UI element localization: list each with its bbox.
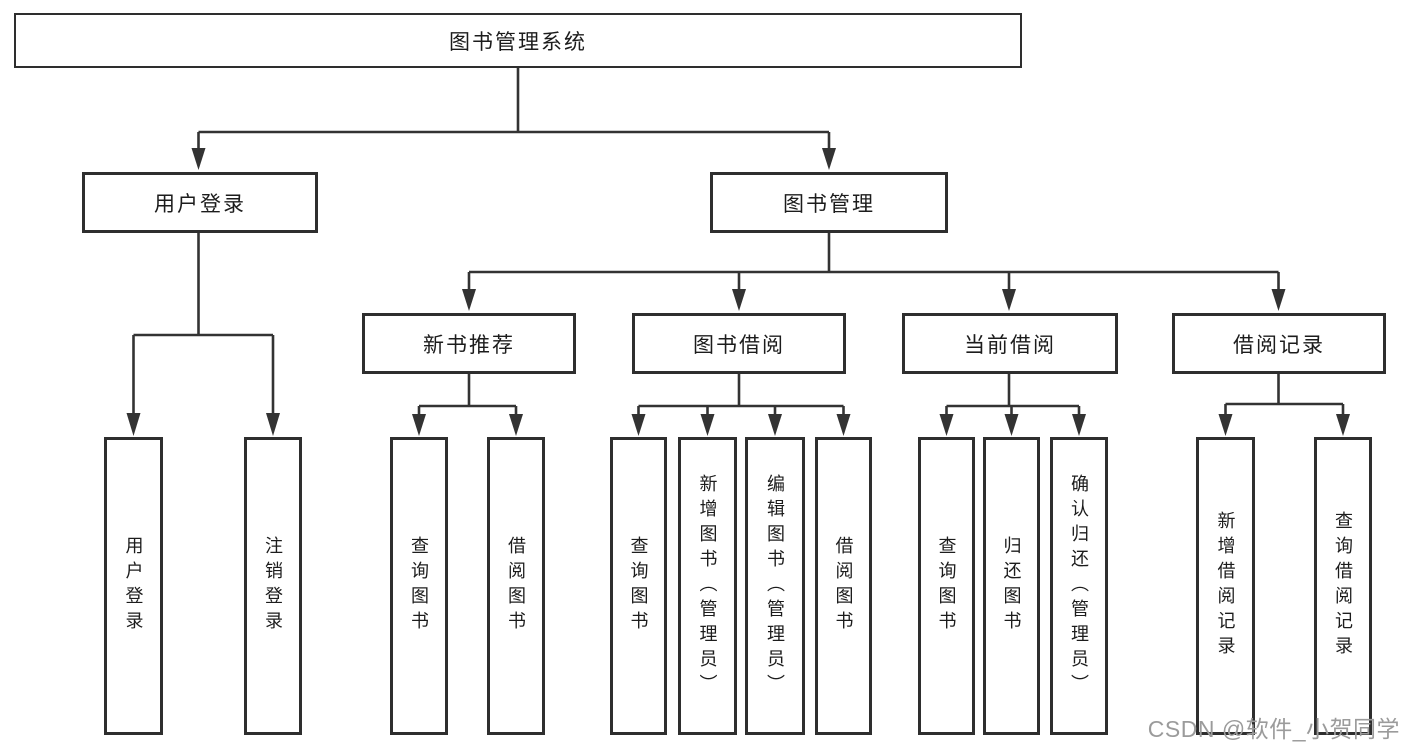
watermark: CSDN @软件_小贺同学 <box>1147 716 1400 742</box>
node-book-management-label: 图书管理 <box>783 192 875 216</box>
node-new-book-recommend-label: 新书推荐 <box>423 333 515 357</box>
leaf-current-return-book: 归还图书 <box>983 437 1040 735</box>
node-root: 图书管理系统 <box>14 13 1022 68</box>
leaf-user-logout-label: 注销登录 <box>263 536 283 636</box>
leaf-newbook-borrow-book-label: 借阅图书 <box>506 536 526 636</box>
leaf-user-login-label: 用户登录 <box>123 536 144 636</box>
node-new-book-recommend: 新书推荐 <box>362 313 576 374</box>
leaf-current-query-book: 查询图书 <box>918 437 975 735</box>
leaf-user-logout: 注销登录 <box>244 437 302 735</box>
node-current-borrow: 当前借阅 <box>902 313 1118 374</box>
node-book-borrow-label: 图书借阅 <box>693 333 785 357</box>
leaf-current-return-book-label: 归还图书 <box>1001 536 1022 636</box>
leaf-newbook-query-book: 查询图书 <box>390 437 448 735</box>
leaf-borrow-borrow-book-label: 借阅图书 <box>833 536 854 636</box>
node-book-management: 图书管理 <box>710 172 948 233</box>
node-user-login-label: 用户登录 <box>154 192 246 216</box>
leaf-current-query-book-label: 查询图书 <box>936 536 957 636</box>
leaf-borrow-edit-book-admin-label: 编辑图书（管理员） <box>765 473 785 699</box>
leaf-borrow-borrow-book: 借阅图书 <box>815 437 872 735</box>
leaf-borrow-add-book-admin: 新增图书（管理员） <box>678 437 737 735</box>
node-user-login: 用户登录 <box>82 172 318 233</box>
leaf-user-login: 用户登录 <box>104 437 163 735</box>
node-borrow-records-label: 借阅记录 <box>1233 333 1325 357</box>
node-current-borrow-label: 当前借阅 <box>964 333 1056 357</box>
node-borrow-records: 借阅记录 <box>1172 313 1386 374</box>
leaf-newbook-borrow-book: 借阅图书 <box>487 437 545 735</box>
leaf-borrow-edit-book-admin: 编辑图书（管理员） <box>745 437 805 735</box>
leaf-borrow-add-book-admin-label: 新增图书（管理员） <box>697 473 718 699</box>
node-book-borrow: 图书借阅 <box>632 313 846 374</box>
leaf-borrow-query-book-label: 查询图书 <box>628 536 649 636</box>
leaf-current-confirm-return-admin-label: 确认归还（管理员） <box>1069 473 1089 699</box>
node-root-label: 图书管理系统 <box>449 30 587 54</box>
leaf-record-add-label: 新增借阅记录 <box>1215 511 1236 661</box>
leaf-current-confirm-return-admin: 确认归还（管理员） <box>1050 437 1108 735</box>
leaf-record-query-label: 查询借阅记录 <box>1333 511 1353 661</box>
leaf-record-add: 新增借阅记录 <box>1196 437 1255 735</box>
leaf-record-query: 查询借阅记录 <box>1314 437 1372 735</box>
leaf-borrow-query-book: 查询图书 <box>610 437 667 735</box>
leaf-newbook-query-book-label: 查询图书 <box>409 536 429 636</box>
